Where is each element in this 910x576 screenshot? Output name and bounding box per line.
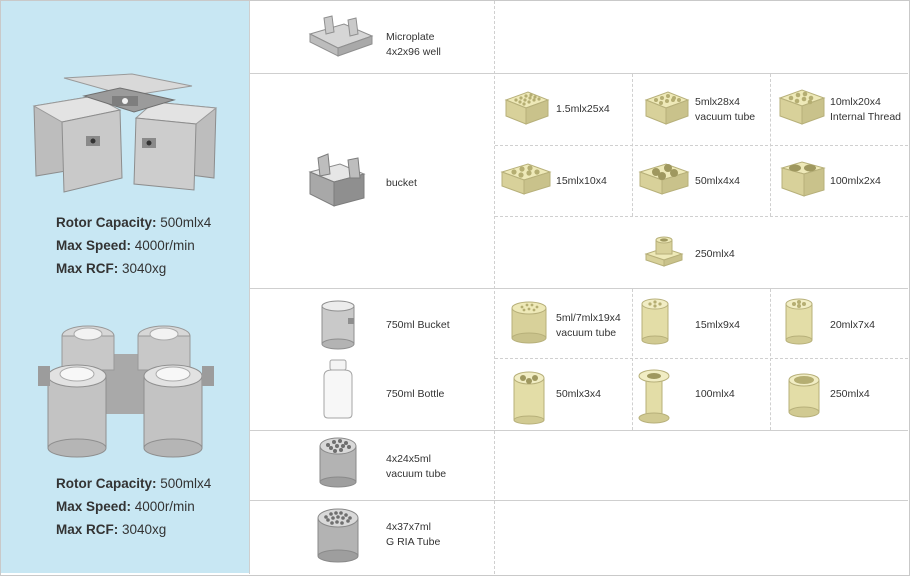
column-divider: [494, 1, 495, 574]
cell-divider: [632, 289, 633, 430]
adapter-label: 100mlx2x4: [830, 175, 881, 187]
bucket-image: [308, 153, 366, 207]
adapter-label: 50mlx4x4: [695, 175, 740, 187]
rotor-specs: Rotor Capacity: 500mlx4 Max Speed: 4000r…: [56, 472, 211, 541]
adapter-250ml-image: [644, 236, 684, 267]
bottle-750ml-image: [323, 359, 353, 419]
ria-tube-rack-image: [317, 508, 359, 563]
adapter-5ml-image: [644, 91, 690, 125]
adapter-15ml-round-image: [641, 298, 669, 345]
adapter-20ml-image: [785, 298, 813, 345]
bottle-750ml-label: 750ml Bottle: [386, 388, 445, 400]
adapter-label: 5ml/7mlx19x4 vacuum tube: [556, 312, 621, 339]
adapter-label: 15mlx10x4: [556, 175, 607, 187]
adapter-5ml-7ml-image: [511, 301, 547, 344]
row-divider: [250, 430, 908, 431]
ria-tube-rack-label: 4x37x7ml G RIA Tube: [386, 521, 441, 548]
spec-capacity: Rotor Capacity: 500mlx4: [56, 215, 212, 230]
adapter-50ml-image: [638, 163, 690, 195]
row-divider: [250, 73, 908, 74]
spec-max-rcf: Max RCF: 3040xg: [56, 261, 167, 276]
row-divider: [250, 288, 908, 289]
adapter-label: 50mlx3x4: [556, 388, 601, 400]
adapter-label: 250mlx4: [695, 248, 735, 260]
microplate-carrier-image: [308, 15, 374, 57]
adapter-10ml-image: [778, 89, 826, 125]
vacuum-tube-rack-image: [319, 437, 357, 488]
adapter-15ml-image: [500, 163, 552, 195]
bucket-750ml-label: 750ml Bucket: [386, 319, 450, 331]
spec-max-rcf: Max RCF: 3040xg: [56, 522, 167, 537]
row-divider: [250, 500, 908, 501]
cell-divider: [495, 145, 908, 146]
adapter-250ml-round-image: [788, 373, 820, 418]
adapter-label: 100mlx4: [695, 388, 735, 400]
cell-divider: [770, 289, 771, 430]
spec-max-speed: Max Speed: 4000r/min: [56, 238, 195, 253]
cell-divider: [495, 216, 908, 217]
cell-divider: [632, 74, 633, 216]
adapter-label: 1.5mlx25x4: [556, 103, 610, 115]
adapter-label: 5mlx28x4 vacuum tube: [695, 96, 756, 123]
adapter-100ml-round-image: [638, 369, 670, 424]
adapter-label: 20mlx7x4: [830, 319, 875, 331]
adapter-1-5ml-image: [504, 91, 550, 125]
bucket-750ml-image: [321, 300, 355, 350]
adapter-label: 10mlx20x4 Internal Thread: [830, 96, 902, 123]
panel-divider: [249, 1, 250, 574]
adapter-100ml-image: [780, 161, 826, 197]
spec-capacity: Rotor Capacity: 500mlx4: [56, 476, 212, 491]
rotor-specs: Rotor Capacity: 500mlx4 Max Speed: 4000r…: [56, 211, 211, 280]
cell-divider: [495, 358, 908, 359]
cell-divider: [770, 74, 771, 216]
adapter-label: 250mlx4: [830, 388, 870, 400]
bucket-label: bucket: [386, 177, 417, 189]
microplate-label: Microplate 4x2x96 well: [386, 31, 441, 58]
swing-rotor-image: [32, 73, 218, 193]
adapter-label: 15mlx9x4: [695, 319, 740, 331]
round-bucket-rotor-image: [38, 325, 214, 458]
vacuum-tube-rack-label: 4x24x5ml vacuum tube: [386, 453, 447, 480]
adapter-50ml-round-image: [513, 371, 545, 425]
spec-max-speed: Max Speed: 4000r/min: [56, 499, 195, 514]
